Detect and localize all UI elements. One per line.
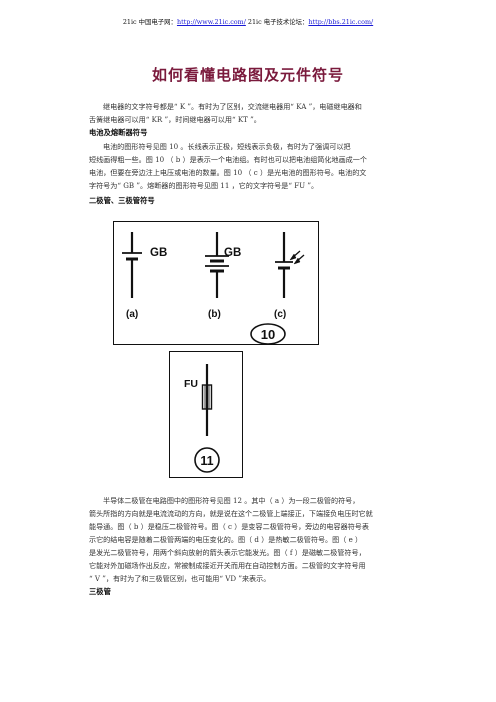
battery-symbol-b bbox=[205, 232, 229, 298]
page-header: 21ic 中国电子网：http://www.21ic.com/ 21ic 电子技… bbox=[0, 17, 496, 26]
battery-symbol-a bbox=[122, 232, 142, 298]
header-prefix: 21ic 中国电子网： bbox=[122, 18, 177, 26]
diode-line: 能导通。图（ b ）是稳压二极管符号。图（ c ）是变容二极管符号，旁边的电容器… bbox=[89, 522, 369, 531]
fu-label: FU bbox=[184, 378, 198, 390]
figure-10-battery-symbols: GB GB (a) (b) (c) 10 bbox=[113, 221, 319, 345]
gb-label-b: GB bbox=[224, 247, 241, 259]
diode-line: 它能对外加磁场作出反应，常被制成接近开关而用在自动控制方面。二极管的文字符号用 bbox=[89, 561, 366, 570]
intro-line: 舌簧继电器可以用“ KR ”，时间继电器可以用“ KT ”。 bbox=[89, 115, 261, 124]
section-heading-diode: 二极管、三极管符号 bbox=[89, 196, 155, 205]
diode-line: 是发光二极管符号，用两个斜向放射的箭头表示它能发光。图（ f ）是磁敏二极管符号… bbox=[89, 548, 366, 557]
section-heading-transistor: 三极管 bbox=[89, 587, 111, 596]
header-link-bbs[interactable]: http://bbs.21ic.com/ bbox=[308, 18, 374, 26]
gb-label-a: GB bbox=[150, 247, 167, 259]
caption-c: (c) bbox=[274, 309, 286, 320]
figure-10-number: 10 bbox=[261, 327, 275, 342]
figure-11-number-circle bbox=[194, 447, 220, 473]
figure-11-drawing: FU 11 bbox=[184, 364, 220, 473]
figure-10-number-circle bbox=[250, 323, 286, 345]
figure-10-drawing: GB GB (a) (b) (c) 10 bbox=[122, 232, 305, 345]
diode-line: 示它的结电容是随着二极管两端的电压变化的。图（ d ）是热敏二极管符号。图（ e… bbox=[89, 535, 363, 544]
document-title: 如何看懂电路图及元件符号 bbox=[151, 66, 344, 84]
battery-line: 电池，但要在旁边注上电压或电池的数量。图 10 （ c ）是光电池的图形符号。电… bbox=[89, 168, 367, 177]
intro-line: 继电器的文字符号都是“ K ”。有时为了区别，交流继电器用“ KA ”，电磁继电… bbox=[103, 102, 362, 111]
diode-line: 箭头所指的方向就是电流流动的方向，就是说在这个二极管上端接正，下端接负电压时它就 bbox=[89, 509, 373, 518]
figure-11-fuse-symbol: FU 11 bbox=[169, 351, 243, 478]
section-heading-battery: 电池及熔断器符号 bbox=[89, 128, 148, 137]
battery-line: 电池的图形符号见图 10 。长线表示正极，短线表示负极，有时为了强调可以把 bbox=[103, 142, 351, 151]
diode-line: “ V ”，有时为了和三极管区别，也可能用“ VD ”来表示。 bbox=[89, 574, 271, 583]
diode-line: 半导体二极管在电路图中的图形符号见图 12 。其中（ a ）为一段二极管的符号， bbox=[103, 496, 360, 505]
header-middle: 21ic 电子技术论坛： bbox=[245, 18, 309, 26]
battery-line: 短线画得粗一些。图 10 （ b ）是表示一个电池组。有时也可以把电池组简化地画… bbox=[89, 155, 367, 164]
battery-paragraph: 电池的图形符号见图 10 。长线表示正极，短线表示负极，有时为了强调可以把 短线… bbox=[89, 140, 419, 192]
header-link-21ic[interactable]: http://www.21ic.com/ bbox=[176, 18, 246, 26]
figure-11-number: 11 bbox=[200, 454, 213, 468]
battery-symbol-c bbox=[275, 232, 305, 298]
fuse-symbol bbox=[201, 364, 213, 436]
intro-paragraph: 继电器的文字符号都是“ K ”。有时为了区别，交流继电器用“ KA ”，电磁继电… bbox=[89, 100, 419, 126]
caption-b: (b) bbox=[208, 309, 221, 320]
diode-paragraph: 半导体二极管在电路图中的图形符号见图 12 。其中（ a ）为一段二极管的符号，… bbox=[89, 494, 419, 585]
caption-a: (a) bbox=[126, 309, 138, 320]
battery-line: 字符号为“ GB ”。熔断器的图形符号见图 11 ，它的文字符号是“ FU ”。 bbox=[89, 181, 319, 190]
